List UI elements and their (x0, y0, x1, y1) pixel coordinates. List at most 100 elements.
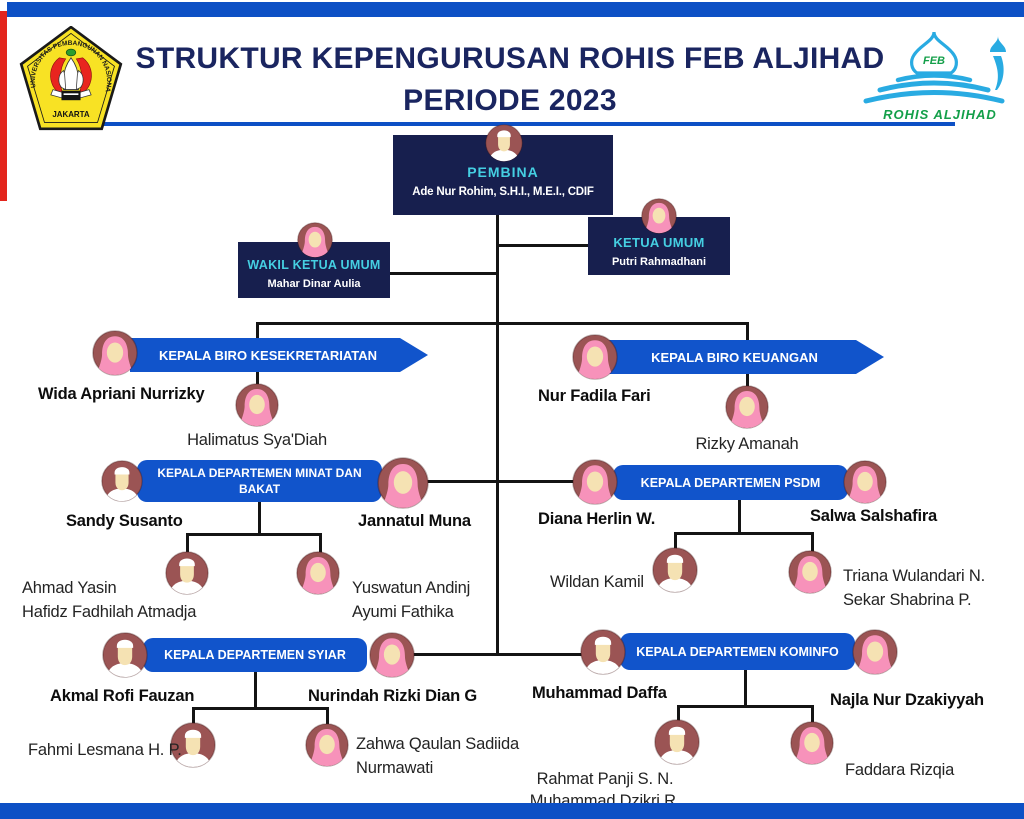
rohis-logo-caption: ROHIS ALJIHAD (883, 107, 997, 122)
staff-name-line: Fahmi Lesmana H. P. (28, 741, 182, 759)
connector-line (254, 671, 257, 710)
staff-name: Yuswatun Andinj Ayumi Fathika (352, 576, 470, 624)
connector-line (744, 669, 747, 708)
connector-line (410, 653, 586, 656)
connector-line (390, 272, 498, 275)
connector-line (256, 370, 259, 392)
banner-biro-kesekretariatan: KEPALA BIRO KESEKRETARIATAN (130, 338, 428, 372)
connector-line (496, 244, 590, 247)
ketua-name: Putri Rahmadhani (611, 255, 707, 268)
head-name: Wida Apriani Nurrizky (38, 385, 205, 403)
banner-biro-keuangan: KEPALA BIRO KEUANGAN (607, 340, 884, 374)
connector-line (674, 532, 677, 552)
staff-name-line: Triana Wulandari N. (843, 567, 986, 585)
female-avatar-icon (369, 632, 415, 678)
top-blue-bar (7, 2, 1024, 17)
connector-line (674, 532, 814, 535)
page-title-line1: STRUKTUR KEPENGURUSAN ROHIS FEB ALJIHAD (135, 42, 885, 75)
male-avatar-icon (485, 124, 523, 162)
staff-name: Ahmad Yasin Hafidz Fadhilah Atmadja (22, 576, 196, 624)
university-logo: UNIVERSITAS PEMBANGUNAN NASIONAL VETERAN… (18, 26, 123, 131)
head-name: Jannatul Muna (358, 512, 471, 530)
male-avatar-icon (580, 629, 626, 675)
head-name: Akmal Rofi Fauzan (50, 687, 195, 705)
staff-name-line: Rahmat Panji S. N. (536, 770, 674, 788)
female-avatar-icon (725, 385, 769, 429)
connector-line (746, 322, 749, 344)
connector-line (326, 707, 329, 727)
male-avatar-icon (654, 719, 700, 765)
wakil-ketua-umum-box: WAKIL KETUA UMUM Mahar Dinar Aulia (238, 242, 390, 298)
staff-name-line: Sekar Shabrina P. (843, 591, 972, 609)
connector-line (677, 705, 680, 723)
staff-name: Wildan Kamil (550, 570, 644, 594)
female-avatar-icon (305, 723, 349, 767)
female-avatar-icon (572, 459, 618, 505)
staff-name: Rizky Amanah (695, 435, 799, 453)
female-avatar-icon (852, 629, 898, 675)
banner-departemen-kominfo: KEPALA DEPARTEMEN KOMINFO (620, 633, 855, 670)
banner-label: KEPALA BIRO KESEKRETARIATAN (158, 347, 378, 363)
head-name: Salwa Salshafira (810, 507, 938, 525)
wakil-ketua-title: WAKIL KETUA UMUM (247, 258, 381, 272)
ketua-title: KETUA UMUM (613, 234, 705, 250)
left-red-accent-bar (0, 11, 7, 201)
staff-name-line: Ahmad Yasin (22, 579, 117, 597)
banner-label: KEPALA DEPARTEMEN MINAT DAN BAKAT (157, 466, 362, 496)
female-avatar-icon (235, 383, 279, 427)
head-name: Nurindah Rizki Dian G (308, 687, 478, 705)
staff-name-line: Zahwa Qaulan Sadiida (356, 735, 519, 753)
connector-line (811, 532, 814, 554)
pembina-title: PEMBINA (467, 164, 539, 180)
connector-line (186, 533, 189, 555)
female-avatar-icon (92, 330, 138, 376)
pembina-name: Ade Nur Rohim, S.H.I., M.E.I., CDIF (412, 186, 594, 198)
connector-line (496, 214, 499, 656)
male-avatar-icon (652, 547, 698, 593)
banner-label: KEPALA DEPARTEMEN PSDM (640, 475, 821, 490)
staff-name: Fahmi Lesmana H. P. (28, 738, 182, 762)
head-name: Nur Fadila Fari (538, 387, 651, 405)
rohis-logo-dome-text: FEB (923, 55, 945, 67)
banner-departemen-psdm: KEPALA DEPARTEMEN PSDM (613, 465, 848, 500)
female-avatar-icon (790, 721, 834, 765)
banner-departemen-minat-bakat: KEPALA DEPARTEMEN MINAT DAN BAKAT (137, 460, 382, 502)
female-avatar-icon (297, 222, 333, 258)
female-avatar-icon (843, 460, 887, 504)
female-avatar-icon (788, 550, 832, 594)
staff-name-line: Yuswatun Andinj (352, 579, 471, 597)
staff-name-line: Ayumi Fathika (352, 603, 454, 621)
banner-label: KEPALA DEPARTEMEN SYIAR (164, 648, 346, 662)
banner-label: KEPALA DEPARTEMEN KOMINFO (636, 644, 839, 659)
connector-line (186, 533, 322, 536)
university-city-label: JAKARTA (52, 110, 90, 119)
wakil-ketua-name: Mahar Dinar Aulia (267, 278, 361, 290)
head-name: Sandy Susanto (66, 512, 183, 530)
banner-departemen-syiar: KEPALA DEPARTEMEN SYIAR (143, 638, 367, 672)
staff-name: Zahwa Qaulan Sadiida Nurmawati (356, 732, 519, 780)
banner-label: KEPALA BIRO KEUANGAN (651, 349, 818, 365)
staff-name-line: Wildan Kamil (550, 573, 644, 591)
male-avatar-icon (102, 632, 148, 678)
connector-line (811, 705, 814, 725)
connector-line (192, 707, 195, 726)
male-avatar-icon (101, 460, 143, 502)
connector-line (256, 322, 749, 325)
connector-line (420, 480, 580, 483)
female-avatar-icon (641, 198, 677, 234)
head-name: Najla Nur Dzakiyyah (830, 691, 984, 709)
staff-name-line: Nurmawati (356, 759, 434, 777)
female-avatar-icon (572, 334, 618, 380)
staff-name: Faddara Rizqia (845, 758, 954, 782)
bottom-blue-bar (0, 803, 1024, 819)
connector-line (319, 533, 322, 555)
staff-name-line: Hafidz Fadhilah Atmadja (22, 603, 197, 621)
head-name: Muhammad Daffa (532, 684, 667, 702)
connector-line (192, 707, 329, 710)
female-avatar-icon (377, 457, 429, 509)
page-title-line2: PERIODE 2023 (403, 84, 617, 117)
title-underline (97, 122, 955, 126)
connector-line (256, 322, 259, 342)
staff-name: Triana Wulandari N. Sekar Shabrina P. (843, 564, 985, 612)
